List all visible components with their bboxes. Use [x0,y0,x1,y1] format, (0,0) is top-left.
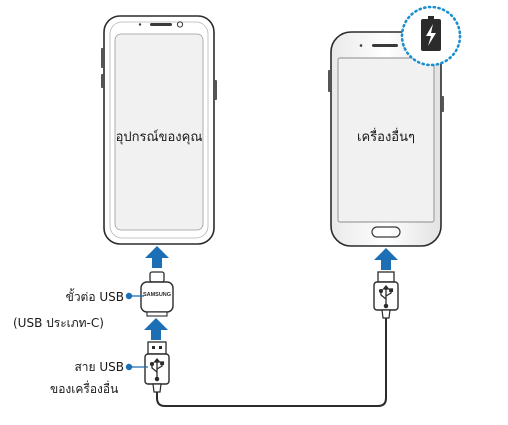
home-button [371,226,401,238]
power-button [214,80,217,100]
callout-leader-connector [125,292,144,300]
usb-cable-plug-left [144,341,170,393]
connector-brand: SAMSUNG [143,292,171,298]
usb-cable-plug-right [373,271,399,319]
usb-connector-callout-line1: ขั้วต่อ USB [65,290,124,304]
usb-cable [156,318,387,407]
your-device-label: อุปกรณ์ของคุณ [115,130,203,145]
usb-connector-callout-line2: (USB ประเภท-C) [13,316,104,330]
usb-icon [378,284,394,309]
callout-leader-cable [125,363,148,371]
arrow-up-icon [145,246,169,268]
usb-cable-callout-line1: สาย USB [74,360,124,374]
arrow-up-icon [144,318,168,340]
battery-charging-icon [421,16,441,51]
earpiece-icon-2 [372,44,398,47]
battery-charging-callout [400,5,462,67]
other-device [328,31,444,247]
front-camera-icon [176,21,184,28]
your-device [101,15,217,245]
volume-button [101,48,104,68]
arrow-up-icon [374,248,398,270]
usb-icon [149,357,165,382]
earpiece-icon [150,23,172,26]
usb-cable-callout-line2: ของเครื่องอื่น [50,382,119,396]
other-device-label: เครื่องอื่นๆ [357,130,415,145]
usb-connector: SAMSUNG [140,271,174,317]
